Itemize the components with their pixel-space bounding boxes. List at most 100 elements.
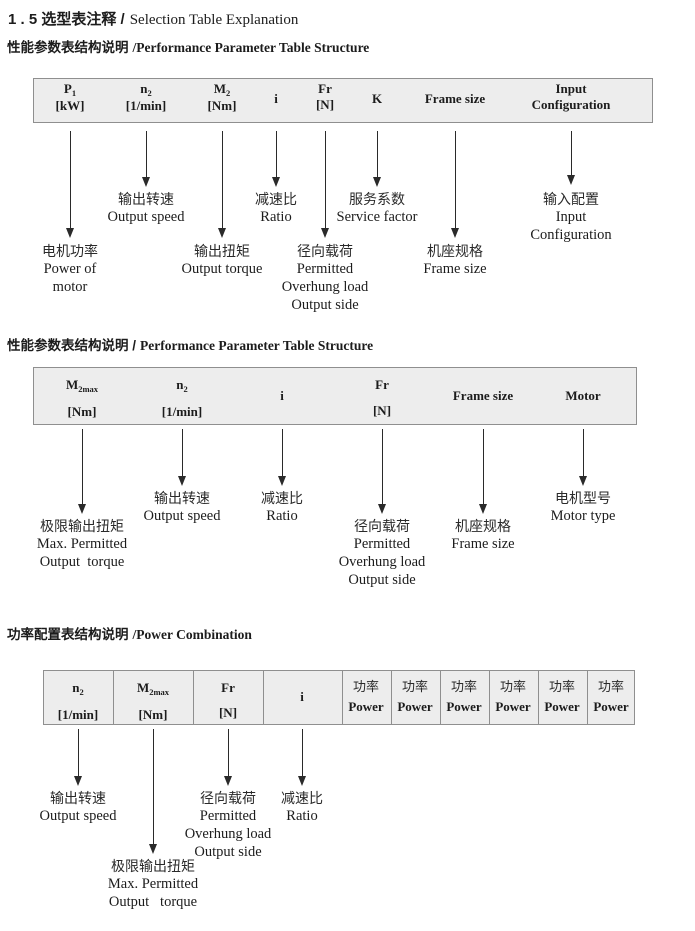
callout-line-en: Output side (194, 844, 262, 860)
table1-col-i: i (274, 91, 278, 107)
callout-frame-size: 机座规格 Frame size (451, 518, 514, 553)
table2-header-box (33, 367, 637, 425)
arrow-frame-size (479, 429, 487, 514)
callout-overhung-load: 径向载荷 Permitted Overhung load Output side (282, 243, 369, 314)
table3-col-fr: Fr [N] (219, 675, 237, 725)
col-unit: [N] (372, 403, 392, 418)
col-unit: Configuration (531, 97, 611, 112)
col-symbol: Fr (221, 680, 235, 695)
col-symbol: n (176, 377, 184, 392)
table3-col-power-3-zh: 功率 (450, 679, 478, 694)
table3-col-power-2-en: Power (397, 699, 433, 714)
callout-line-en: Permitted (296, 261, 354, 277)
callout-line-zh: 电机型号 (555, 490, 611, 506)
callout-output-speed: 输出转速 Output speed (108, 191, 185, 226)
callout-line-en: Ratio (266, 508, 298, 524)
table2-col-m2max: M2max [Nm] (66, 372, 98, 425)
callout-line-en: Input (555, 209, 587, 225)
col-subscript: 1 (71, 88, 77, 98)
arrow-input-configuration (567, 131, 575, 185)
col-symbol: n (72, 680, 80, 695)
callout-line-zh: 减速比 (255, 191, 297, 207)
table3-col-power-6-zh: 功率 (597, 679, 625, 694)
callout-line-zh: 输出转速 (49, 790, 106, 806)
callout-line-en: Overhung load (184, 826, 272, 842)
callout-max-output-torque: 极限输出扭矩 Max. Permitted Output torque (108, 858, 198, 911)
table2-col-i: i (280, 388, 284, 404)
arrow-n2 (142, 131, 150, 187)
arrow-m2max (78, 429, 86, 514)
callout-line-en: Permitted (353, 536, 411, 552)
col-subscript: 2max (149, 687, 170, 697)
table2-col-motor: Motor (565, 388, 600, 404)
section2-heading-zh: 性能参数表结构说明 / (7, 338, 137, 353)
arrow-frame-size (451, 131, 459, 238)
callout-ratio: 减速比 Ratio (281, 790, 323, 825)
table3-divider (113, 670, 114, 725)
callout-overhung-load: 径向载荷 Permitted Overhung load Output side (185, 790, 272, 861)
col-symbol: K (371, 91, 383, 106)
callout-line-zh: 输入配置 (542, 191, 599, 207)
callout-line-en: Permitted (199, 808, 257, 824)
table1-col-frame-size: Frame size (425, 91, 485, 107)
callout-line-zh: 服务系数 (348, 191, 405, 207)
callout-frame-size: 机座规格 Frame size (423, 243, 486, 278)
callout-output-speed: 输出转速 Output speed (40, 790, 117, 825)
arrow-i (272, 131, 280, 187)
callout-line-en: Overhung load (338, 554, 426, 570)
table3-col-power-6-en: Power (593, 699, 629, 714)
callout-line-zh: 径向载荷 (199, 790, 256, 806)
callout-max-output-torque: 极限输出扭矩 Max. Permitted Output torque (37, 518, 127, 571)
table3-divider (391, 670, 392, 725)
col-symbol: P (63, 81, 72, 96)
col-symbol: n (140, 81, 148, 96)
callout-line-zh: 输出转速 (117, 191, 174, 207)
col-symbol: M (136, 680, 150, 695)
callout-line-zh: 极限输出扭矩 (40, 518, 124, 534)
callout-line-en: motor (52, 279, 88, 295)
callout-line-zh: 极限输出扭矩 (111, 858, 195, 874)
callout-line-en: Frame size (423, 261, 487, 277)
callout-line-en: Output speed (143, 508, 221, 524)
col-symbol: Frame size (424, 91, 486, 106)
table1-col-k: K (372, 91, 382, 107)
section1-heading-en: /Performance Parameter Table Structure (132, 40, 370, 55)
table3-divider (263, 670, 264, 725)
table3-col-power-5-zh: 功率 (548, 679, 576, 694)
callout-line-en: Max. Permitted (107, 876, 199, 892)
table3-divider (193, 670, 194, 725)
callout-line-en: Ratio (260, 209, 292, 225)
callout-line-en: Service factor (336, 209, 418, 225)
callout-line-en: Motor type (550, 508, 616, 524)
callout-line-zh: 机座规格 (455, 518, 511, 534)
table3-col-m2max: M2max [Nm] (137, 675, 169, 727)
col-symbol: M (65, 377, 79, 392)
table2-col-n2: n2 [1/min] (162, 372, 202, 425)
col-unit: [Nm] (67, 404, 97, 419)
arrow-motor (579, 429, 587, 486)
col-unit: [Nm] (138, 707, 168, 722)
arrow-i (298, 729, 306, 786)
table3-col-power-3-en: Power (446, 699, 482, 714)
table1-col-m2: M2 [Nm] (208, 81, 237, 114)
callout-output-speed: 输出转速 Output speed (144, 490, 221, 525)
table2-col-frame-size: Frame size (453, 388, 513, 404)
table3-col-power-1-zh: 功率 (352, 679, 380, 694)
table1-col-fr: Fr [N] (316, 81, 334, 113)
table1-col-input-configuration: Input Configuration (532, 81, 611, 113)
callout-line-en: Configuration (530, 227, 612, 243)
table3-divider (538, 670, 539, 725)
col-unit: [1/min] (57, 707, 99, 722)
callout-line-en: Overhung load (281, 279, 369, 295)
col-symbol: M (213, 81, 227, 96)
section2-heading: 性能参数表结构说明 /Performance Parameter Table S… (7, 334, 373, 354)
section3-heading: 功率配置表结构说明/Power Combination (7, 623, 252, 643)
callout-ratio: 减速比 Ratio (261, 490, 303, 525)
table3-col-power-1-en: Power (348, 699, 384, 714)
callout-ratio: 减速比 Ratio (255, 191, 297, 226)
page-title: 1 . 5 选型表注释 /Selection Table Explanation (8, 8, 298, 29)
table3-divider (587, 670, 588, 725)
section1-heading: 性能参数表结构说明/Performance Parameter Table St… (7, 36, 369, 56)
arrow-fr (378, 429, 386, 514)
